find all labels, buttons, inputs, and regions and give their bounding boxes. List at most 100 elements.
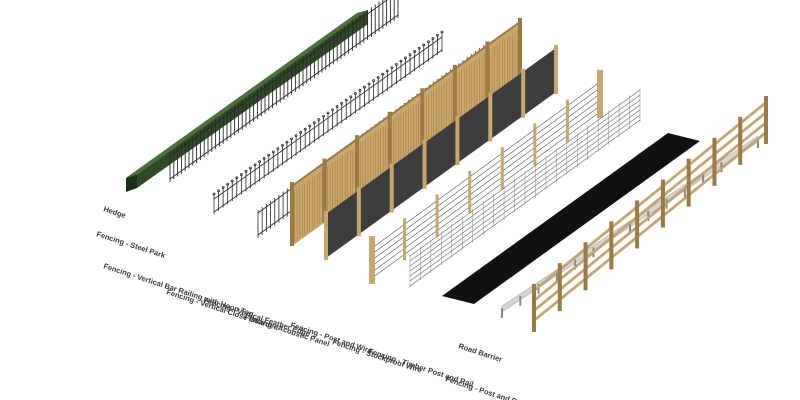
acoustic-post (389, 163, 394, 213)
hoop-top (258, 160, 262, 164)
hedge-front-face (126, 10, 368, 190)
hoop-top (212, 192, 216, 196)
hoop-top (285, 140, 289, 144)
acoustic-post (521, 68, 526, 118)
hedge-end-face (126, 175, 137, 192)
acoustic-post (455, 116, 460, 166)
closeboard-post (322, 158, 327, 223)
acoustic-post (324, 211, 328, 260)
hoop-top (253, 163, 257, 167)
closeboard-capping (291, 21, 521, 187)
hoop-top (235, 176, 239, 180)
hoop-top (249, 166, 252, 170)
hoop-top (394, 63, 398, 66)
hoop-top (267, 153, 271, 157)
postrail-post (712, 137, 717, 186)
hoop-top (335, 105, 339, 108)
barrier-post (757, 138, 759, 148)
hoop-top (367, 82, 371, 86)
steel-rail-bottom (169, 14, 399, 180)
postwire-post (597, 70, 603, 118)
acoustic-panel-fence (324, 45, 559, 260)
barrier-post (683, 186, 686, 197)
label-hedge: Hedge (102, 204, 127, 220)
closeboard-post (420, 88, 425, 153)
barrier-post (519, 295, 522, 306)
hoop-top (385, 69, 389, 73)
hoop-top (436, 33, 439, 37)
acoustic-post (554, 45, 558, 94)
hoop-top (271, 150, 275, 154)
hoop-top (344, 98, 348, 102)
closeboard-post (355, 135, 360, 200)
hoop-top (217, 189, 220, 193)
barrier-post (647, 210, 650, 221)
steel-park-fence (169, 0, 399, 182)
postrail-post (738, 116, 743, 165)
hoop-top (294, 134, 298, 138)
hoop-top (422, 43, 426, 47)
barrier-post (501, 308, 503, 318)
hoop-top (326, 111, 330, 115)
hoop-top (312, 121, 316, 125)
postwire-post (533, 123, 537, 166)
hoop-rail-bottom (213, 49, 443, 213)
postwire-post (468, 170, 472, 213)
barrier-post (702, 174, 705, 185)
railing-hoop-fence (212, 30, 444, 214)
hoop-top (262, 156, 266, 160)
hoop-top (358, 88, 362, 92)
postrail-post (557, 263, 562, 312)
closeboard-post (290, 182, 294, 246)
stockproof-fence (409, 88, 641, 288)
steel-rail-top (169, 0, 388, 157)
hoop-top (322, 114, 325, 118)
postwire-wire (371, 99, 601, 267)
barrier-post (555, 271, 558, 282)
closeboard-post (452, 64, 457, 129)
label-steel-park: Fencing - Steel Park (95, 229, 167, 260)
acoustic-post (356, 187, 361, 237)
postwire-post (369, 236, 375, 284)
barrier-post (574, 259, 577, 270)
post-and-rail-fence (532, 96, 768, 332)
postwire-post (403, 218, 407, 261)
close-boarded-fence (290, 18, 522, 246)
postwire-post (500, 147, 504, 190)
hoop-top (317, 118, 321, 121)
hoop-top (349, 95, 353, 99)
hoop-top (308, 124, 312, 128)
hoop-top (280, 143, 284, 147)
hoop-rail-top (213, 36, 443, 200)
hoop-top (431, 37, 435, 40)
hoop-top (417, 46, 421, 50)
barrier-post (537, 283, 540, 294)
hoop-top (353, 92, 357, 95)
closeboard-post (485, 41, 490, 106)
hoop-top (408, 53, 412, 57)
postrail-post (583, 242, 588, 291)
postrail-post (635, 200, 640, 249)
postwire-wire (371, 111, 601, 279)
hoop-top (276, 147, 280, 151)
hoop-top (381, 72, 385, 76)
acoustic-post (488, 92, 493, 142)
hoop-top (376, 75, 380, 79)
postwire-post (435, 194, 439, 237)
postrail-post (532, 284, 536, 332)
hoop-top (372, 79, 376, 82)
label-road-barrier: Road Barrier (457, 341, 503, 364)
hoop-top (221, 186, 225, 189)
barrier-post (629, 223, 631, 233)
postwire-wire (371, 105, 601, 273)
road-surface (442, 133, 700, 304)
postwire-wire (371, 93, 601, 261)
hoop-top (331, 108, 334, 112)
acoustic-top (326, 46, 559, 214)
closeboard-post (387, 111, 392, 176)
hoop-top (299, 131, 303, 134)
hoop-top (440, 30, 444, 34)
postrail-post (660, 179, 665, 228)
hedge-object (126, 10, 368, 192)
